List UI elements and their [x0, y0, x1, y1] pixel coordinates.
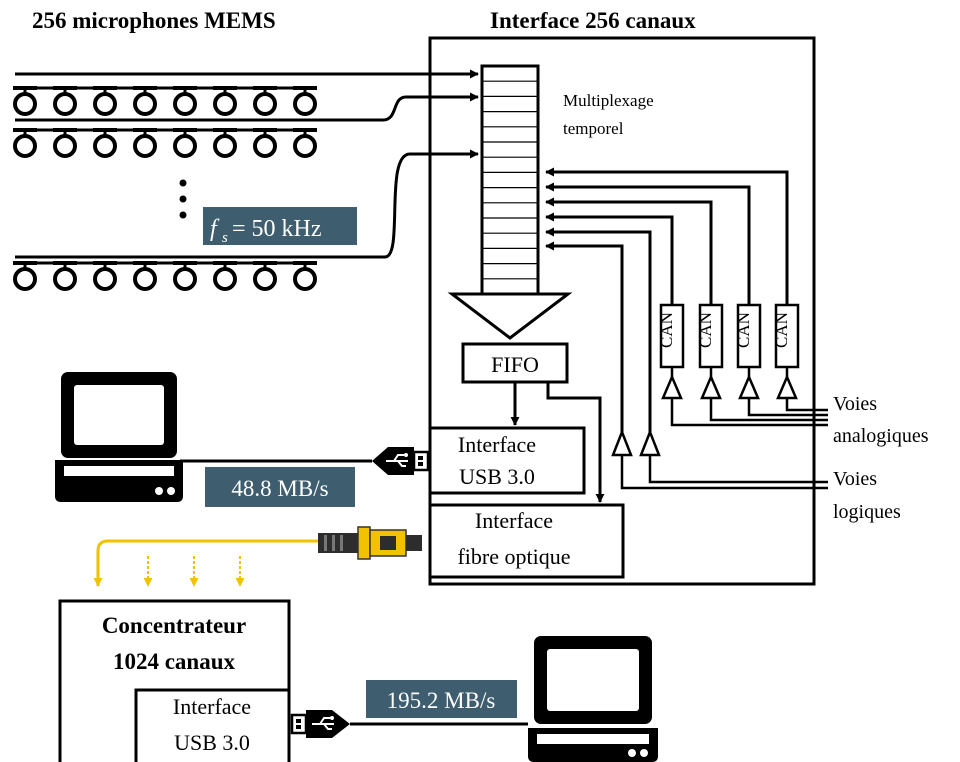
mems-microphone-icon [13, 261, 37, 291]
analog-buffers [661, 367, 828, 427]
can-box: CAN [772, 303, 800, 369]
concentrator-label-1: Concentrateur [102, 613, 246, 638]
voies-analog-label-1: Voies [833, 393, 877, 415]
mems-microphone-icon [173, 128, 197, 158]
fibre-interface-label-1: Interface [475, 508, 553, 533]
ellipsis-dots [179, 179, 187, 219]
adc-converters: CAN CAN CAN CAN [657, 303, 800, 369]
mic-bus-lines [15, 69, 479, 259]
sampling-rate-badge: f s = 50 kHz [203, 207, 357, 246]
interface-box [428, 36, 816, 586]
concentrator-usb-box [134, 688, 291, 762]
mems-microphone-icon [253, 261, 277, 291]
fibre-connector-icon [318, 526, 422, 560]
mems-microphone-icon [253, 128, 277, 158]
multiplex-label-2: temporel [563, 119, 624, 138]
can-box: CAN [696, 303, 724, 369]
mic-row-1 [13, 86, 317, 116]
voies-logic-label-1: Voies [833, 468, 877, 490]
logic-buffers [611, 428, 828, 490]
multiplex-label-1: Multiplexage [563, 91, 654, 110]
fs-value: = 50 kHz [232, 216, 322, 242]
usb-plug-icon [290, 710, 350, 738]
mems-microphone-icon [13, 128, 37, 158]
can-box: CAN [734, 303, 762, 369]
laptop-icon [528, 636, 658, 762]
can-label: CAN [734, 312, 753, 348]
can-box: CAN [657, 303, 685, 369]
concentrator-usb-label-1: Interface [173, 694, 251, 719]
can-label: CAN [696, 312, 715, 348]
mems-microphone-icon [93, 86, 117, 116]
fifo-to-fibre-arrow [546, 382, 605, 503]
concentrator-usb-label-2: USB 3.0 [174, 730, 250, 755]
usb-plug-icon [372, 447, 430, 475]
usb-interface-label-2: USB 3.0 [459, 464, 535, 489]
mems-microphone-icon [293, 128, 317, 158]
voies-logic-label-2: logiques [833, 501, 901, 523]
fs-symbol: f [210, 216, 220, 242]
rate-badge-top: 48.8 MB/s [205, 467, 355, 507]
mems-microphone-icon [213, 86, 237, 116]
usb-interface-label-1: Interface [458, 432, 536, 457]
mems-microphone-icon [133, 128, 157, 158]
mems-microphone-icon [173, 261, 197, 291]
can-label: CAN [772, 312, 791, 348]
mems-microphone-icon [93, 128, 117, 158]
fibre-interface-label-2: fibre optique [457, 544, 570, 569]
adc-bus-lines [545, 167, 789, 432]
rate-badge-bottom: 195.2 MB/s [366, 680, 517, 718]
fibre-interface-box [428, 503, 625, 579]
fibre-cable [93, 539, 320, 587]
interface-title: Interface 256 canaux [490, 8, 696, 33]
mems-microphone-icon [213, 128, 237, 158]
mems-microphone-icon [253, 86, 277, 116]
mic-row-2 [13, 128, 317, 158]
mic-row-3 [13, 261, 317, 291]
usb-interface-box [428, 426, 586, 495]
rate-top-text: 48.8 MB/s [231, 476, 328, 501]
mems-microphone-icon [173, 86, 197, 116]
voies-analog-label-2: analogiques [833, 425, 929, 447]
multiplexer-register [480, 64, 540, 296]
mems-microphone-icon [133, 86, 157, 116]
funnel-arrow [447, 292, 573, 340]
mems-microphone-icon [133, 261, 157, 291]
mems-microphone-icon [53, 261, 77, 291]
mems-microphone-icon [53, 128, 77, 158]
laptop-icon [55, 372, 183, 502]
fibre-taps [143, 556, 245, 587]
fs-subscript: s [222, 230, 228, 246]
concentrator-label-2: 1024 canaux [113, 649, 236, 674]
rate-bottom-text: 195.2 MB/s [387, 688, 496, 713]
fifo-label: FIFO [491, 352, 539, 377]
mems-microphone-icon [293, 86, 317, 116]
mems-microphone-icon [213, 261, 237, 291]
mems-microphone-icon [53, 86, 77, 116]
mems-microphone-icon [293, 261, 317, 291]
mems-title: 256 microphones MEMS [32, 8, 276, 33]
mems-microphone-icon [93, 261, 117, 291]
can-label: CAN [657, 312, 676, 348]
mems-microphone-icon [13, 86, 37, 116]
